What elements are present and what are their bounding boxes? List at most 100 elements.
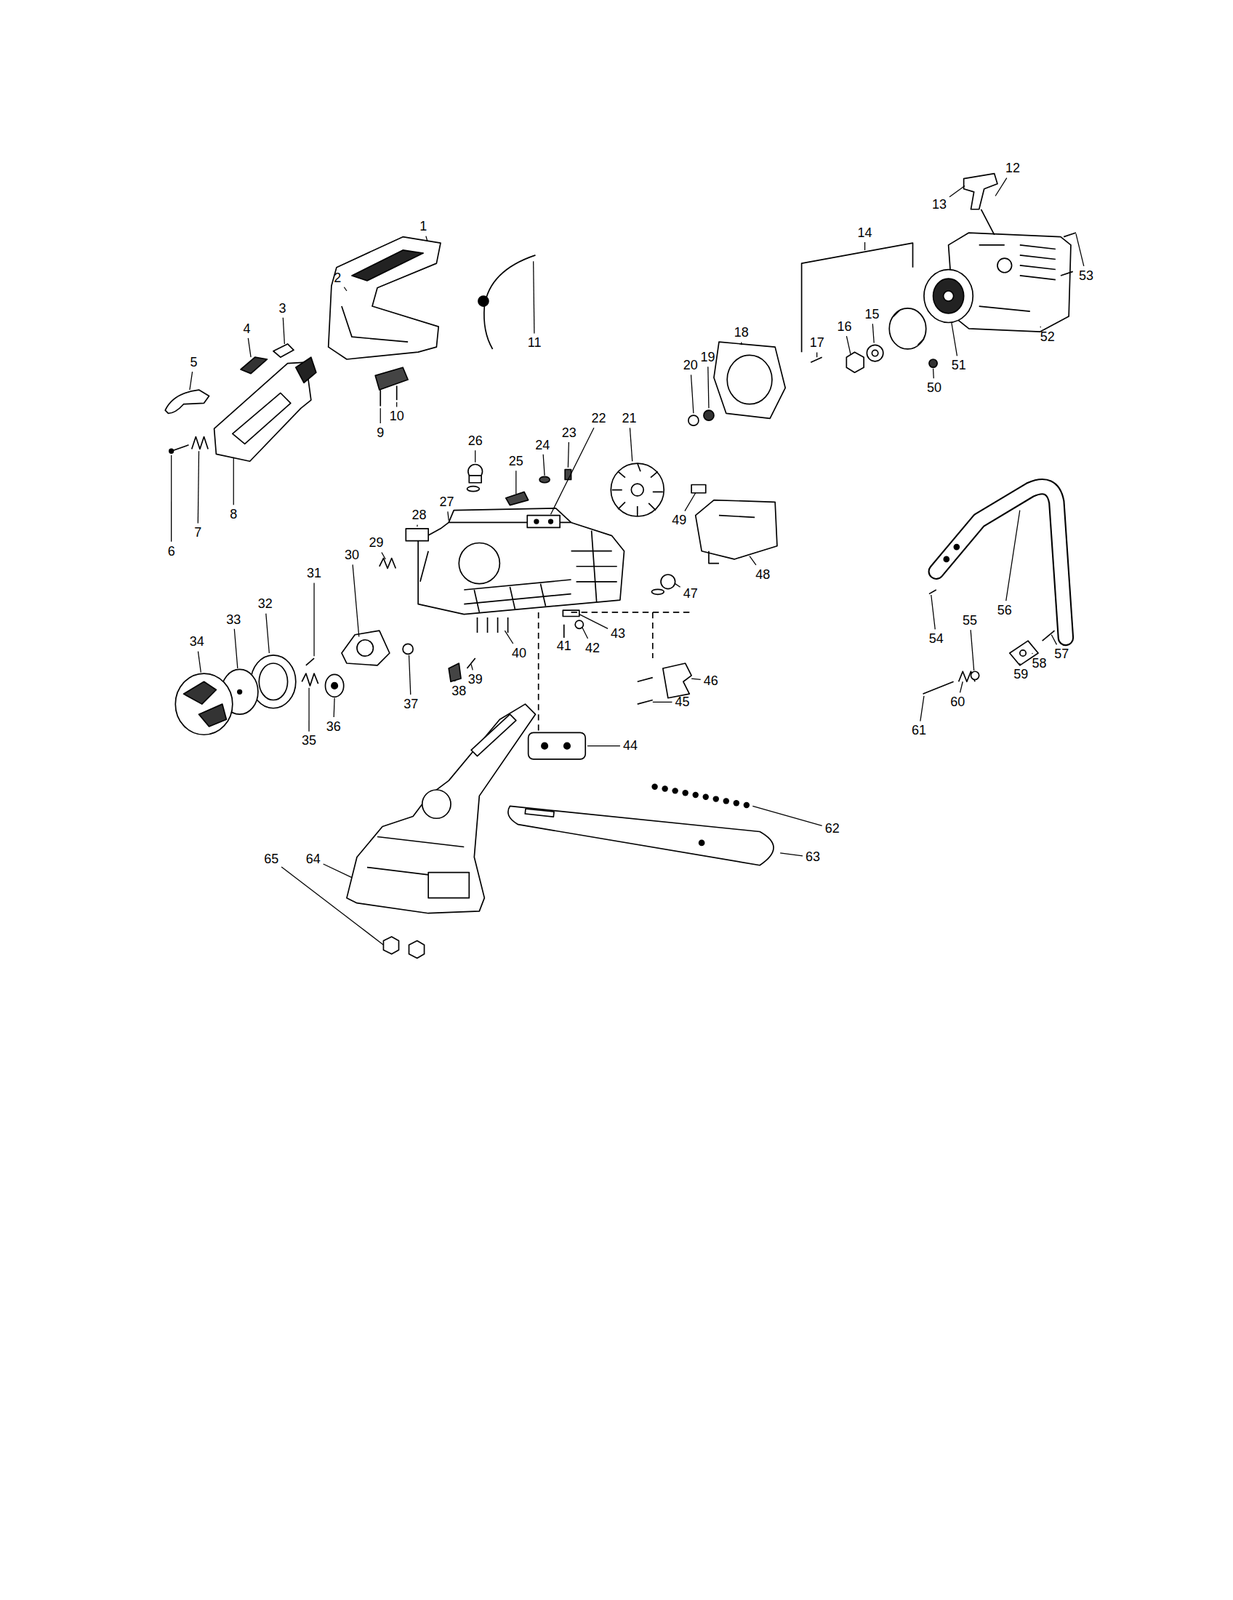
leader-line [234,628,238,669]
leader-line [426,236,428,242]
callout-number: 64 [306,852,321,866]
leader-line [970,629,975,671]
leader-line [872,323,874,343]
leader-line [1031,652,1034,654]
leader-line [281,866,384,945]
leader-line [474,450,476,462]
callout-number: 12 [1005,161,1020,175]
callout-number: 9 [376,426,384,440]
callout-number: 10 [389,409,405,423]
callout-number: 7 [194,525,202,539]
leader-line [951,322,958,356]
leader-line [684,492,696,512]
leader-line [959,681,963,693]
leader-line [1075,233,1084,267]
leader-line [454,680,456,682]
callout-number: 16 [837,319,853,333]
callout-number: 41 [556,639,572,653]
callout-number: 2 [333,271,341,285]
callout-number: 47 [683,586,698,600]
callout-number: 34 [189,634,205,648]
callout-number: 65 [263,852,279,866]
callout-number: 40 [511,646,527,660]
leader-line [931,594,936,629]
leader-line [233,457,235,506]
callout-number: 21 [622,411,637,425]
callout-number: 38 [451,684,467,698]
callout-number: 6 [167,544,176,558]
leader-line [691,374,694,413]
leader-line [323,863,352,878]
leader-line [846,335,851,355]
leader-line [579,614,608,629]
callout-number: 15 [864,307,879,321]
leader-line [949,186,965,198]
leader-line [816,352,818,358]
leader-line [189,371,193,390]
leader-line [396,402,397,408]
leader-line [932,368,935,379]
callout-number: 20 [683,358,698,372]
callout-number: 8 [229,507,238,521]
leader-line [567,442,569,468]
callout-number: 51 [951,358,967,372]
callout-number: 44 [623,738,638,752]
leader-line [247,338,251,357]
leader-line [920,695,925,722]
callout-number: 28 [412,508,427,522]
callout-number: 24 [535,438,550,452]
callout-number: 11 [527,335,542,349]
callout-number: 48 [755,567,770,581]
callout-number: 55 [962,613,978,627]
callout-number: 62 [825,821,840,835]
leader-line [749,556,757,565]
callout-number: 63 [805,849,821,863]
callout-number: 49 [671,513,687,527]
callout-number: 35 [301,733,317,747]
leader-line [752,805,822,826]
leader-line [197,651,201,673]
leader-line [1006,510,1020,601]
leader-line [675,583,681,588]
leader-line [629,427,632,461]
callout-number: 39 [468,672,483,686]
leader-line [313,583,315,657]
leader-line [1039,326,1042,328]
callout-number: 50 [926,380,942,395]
callout-number: 14 [857,226,873,240]
leader-line [543,454,545,476]
callout-number: 17 [809,335,825,349]
leader-line [740,342,742,346]
leader-line [471,663,473,670]
leader-line [266,613,270,653]
leader-line [308,687,309,732]
leader-line [691,678,701,680]
callout-number: 3 [279,301,287,315]
callout-number: 46 [703,673,719,688]
leader-line [333,697,336,717]
leader-line [447,511,449,520]
callout-number: 32 [258,596,273,610]
callout-number: 37 [403,697,419,711]
leader-line [416,524,419,527]
callout-number: 25 [508,454,524,468]
callout-number: 60 [950,695,965,709]
leader-line [380,407,381,424]
callout-number: 23 [561,426,577,440]
leader-line [551,427,594,514]
callout-number: 57 [1054,647,1069,661]
callout-number: 19 [700,350,716,364]
leader-line [1019,663,1020,665]
callout-number: 53 [1078,268,1094,283]
callout-number: 56 [997,603,1012,617]
leader-line [864,242,866,251]
callout-number: 43 [610,626,626,640]
leader-line [652,701,673,703]
leader-line [708,366,709,408]
callout-number: 13 [932,197,947,211]
leader-line [352,564,360,637]
leader-line [381,551,386,559]
callout-number: 30 [344,548,360,562]
